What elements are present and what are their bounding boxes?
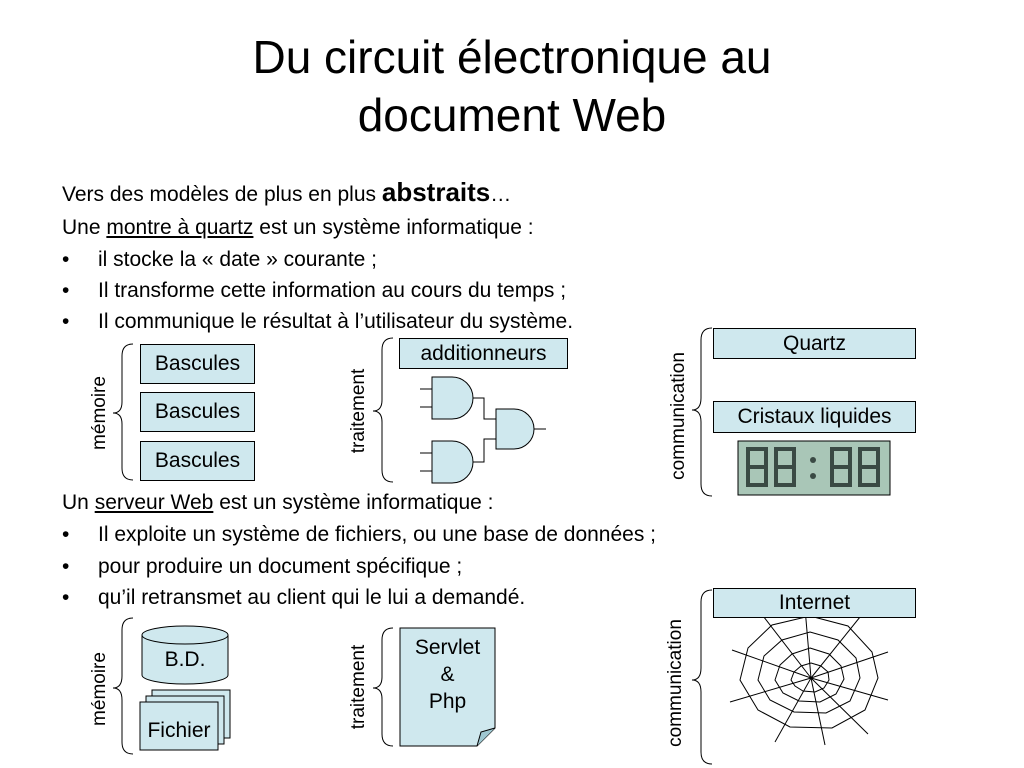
- and-gate-output: [495, 408, 535, 450]
- bullet-text: Il exploite un système de fichiers, ou u…: [98, 523, 657, 546]
- servlet-line-1: Servlet: [414, 636, 481, 659]
- bullet-text: Il communique le résultat à l’utilisateu…: [98, 310, 574, 333]
- watch-bullet-3: • Il communique le résultat à l’utilisate…: [62, 309, 573, 335]
- brace-processing-server: [372, 627, 394, 747]
- server-suffix: est un système informatique :: [213, 491, 494, 514]
- bullet-symbol: •: [62, 586, 70, 609]
- brace-processing-watch: [372, 337, 394, 483]
- and-gate-bottom: [431, 440, 474, 484]
- watch-suffix: est un système informatique :: [253, 216, 534, 239]
- memory-box-bascules-2: Bascules: [140, 392, 255, 432]
- server-bullet-2: • pour produire un document spécifique ;: [62, 554, 462, 580]
- internet-web: [729, 607, 889, 746]
- label-communication-watch: communication: [668, 352, 689, 480]
- intro-line: Vers des modèles de plus en plus abstrai…: [62, 179, 511, 208]
- title-line-2: document Web: [357, 89, 667, 141]
- server-bullet-3: • qu’il retransmet au client qui le lui a…: [62, 585, 525, 611]
- communication-box-lcd: Cristaux liquides: [713, 401, 916, 433]
- server-link: serveur Web: [94, 491, 214, 514]
- database-label: B.D.: [164, 648, 206, 671]
- gate-wires: [420, 388, 546, 472]
- watch-heading: Une montre à quartz est un système infor…: [62, 215, 534, 241]
- bullet-symbol: •: [62, 523, 70, 546]
- logic-gates: [431, 376, 535, 484]
- brace-memory-server: [112, 617, 134, 755]
- communication-box-internet: Internet: [713, 588, 916, 618]
- and-gate-top: [431, 376, 474, 420]
- bullet-symbol: •: [62, 248, 70, 271]
- communication-box-quartz: Quartz: [713, 328, 916, 359]
- file-stack: [139, 689, 231, 751]
- database-cylinder: [141, 625, 229, 685]
- server-bullet-1: • Il exploite un système de fichiers, ou …: [62, 522, 656, 548]
- title-line-1: Du circuit électronique au: [252, 31, 772, 83]
- bullet-text: pour produire un document spécifique ;: [98, 555, 463, 578]
- slide-title: Du circuit électronique au document Web: [0, 28, 1024, 144]
- memory-box-bascules-3: Bascules: [140, 441, 255, 481]
- watch-bullet-2: • Il transforme cette information au cour…: [62, 278, 566, 304]
- intro-suffix: …: [490, 183, 512, 206]
- lcd-clock: [737, 440, 891, 496]
- watch-link: montre à quartz: [106, 216, 254, 239]
- intro-emphasis: abstraits: [381, 177, 491, 207]
- servlet-line-3: Php: [428, 690, 467, 713]
- brace-communication-watch: [691, 327, 713, 497]
- label-memory-server: mémoire: [89, 652, 110, 726]
- label-processing-server: traitement: [348, 644, 369, 730]
- memory-box-bascules-1: Bascules: [140, 344, 255, 384]
- bullet-symbol: •: [62, 279, 70, 302]
- bullet-symbol: •: [62, 310, 70, 333]
- label-processing-watch: traitement: [348, 368, 369, 454]
- bullet-text: Il transforme cette information au cours…: [98, 279, 567, 302]
- intro-prefix: Vers des modèles de plus en plus: [62, 183, 382, 206]
- bullet-text: qu’il retransmet au client qui le lui a …: [98, 586, 526, 609]
- bullet-text: il stocke la « date » courante ;: [98, 248, 377, 271]
- server-prefix: Un: [62, 491, 95, 514]
- watch-bullet-1: • il stocke la « date » courante ;: [62, 247, 377, 273]
- label-communication-server: communication: [665, 619, 686, 747]
- servlet-line-2: &: [440, 663, 455, 686]
- servlet-label: Servlet & Php: [400, 634, 495, 715]
- bullet-symbol: •: [62, 555, 70, 578]
- processing-box-adders: additionneurs: [399, 338, 568, 369]
- server-heading: Un serveur Web est un système informatiq…: [62, 490, 494, 516]
- servlet-document: [399, 627, 496, 747]
- brace-communication-server: [691, 589, 713, 765]
- file-label: Fichier: [147, 719, 211, 742]
- brace-memory-watch: [112, 343, 134, 481]
- watch-prefix: Une: [62, 216, 107, 239]
- label-memory-watch: mémoire: [89, 376, 110, 450]
